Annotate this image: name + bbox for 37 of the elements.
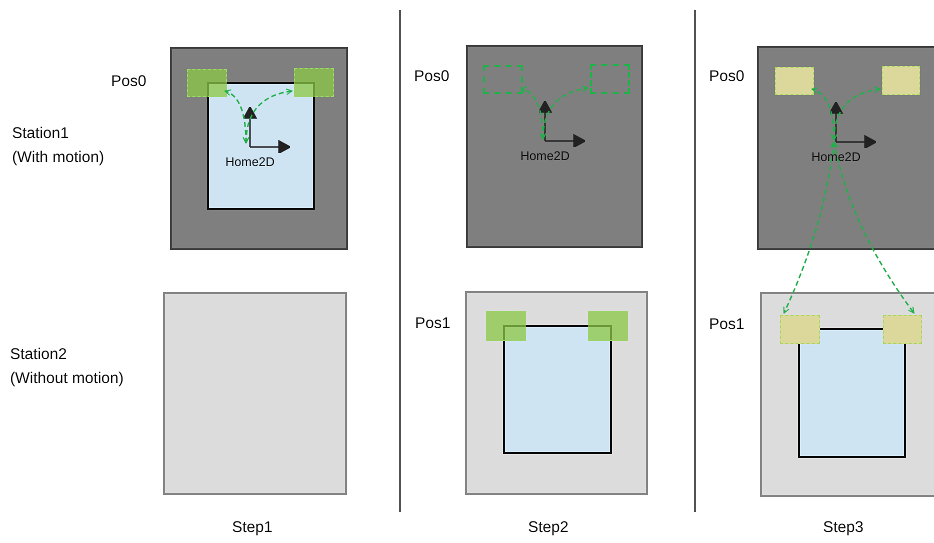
- position-label: Pos0: [414, 67, 450, 87]
- origin-label: Home2D: [225, 155, 275, 169]
- position-marker: [775, 67, 814, 95]
- dashed-arrow: [783, 141, 837, 314]
- position-marker: [780, 315, 820, 344]
- position-marker: [588, 311, 628, 341]
- step-label: Step3: [823, 518, 864, 538]
- station-panel: [163, 292, 347, 495]
- position-label: Pos0: [709, 67, 744, 87]
- position-marker: [590, 64, 630, 94]
- workpiece-rect: [207, 82, 315, 210]
- station-panel: [757, 46, 934, 250]
- position-label: Pos1: [415, 314, 450, 334]
- position-marker: [187, 69, 227, 97]
- station-panel: [465, 291, 648, 495]
- workpiece-rect: [798, 328, 906, 458]
- origin-label: Home2D: [520, 149, 570, 163]
- station-panel: [170, 47, 348, 250]
- dashed-arrow: [540, 86, 589, 140]
- position-marker: [483, 65, 523, 94]
- station-panel: [760, 292, 934, 497]
- dashed-arrow: [832, 141, 915, 314]
- position-label: Pos0: [111, 72, 146, 92]
- step-label: Step2: [528, 518, 569, 538]
- dashed-arrow: [242, 88, 293, 144]
- position-label: Pos1: [709, 315, 744, 335]
- position-marker: [882, 66, 920, 95]
- workpiece-rect: [503, 325, 612, 454]
- origin-label: Home2D: [811, 150, 861, 164]
- dashed-arrow: [830, 86, 881, 141]
- position-marker: [486, 311, 526, 341]
- station-panel: [466, 45, 643, 248]
- station-label: Station1 (With motion): [12, 124, 106, 168]
- station-label: Station2 (Without motion): [10, 345, 125, 389]
- position-marker: [883, 315, 922, 344]
- position-marker: [294, 68, 334, 97]
- step-label: Step1: [232, 518, 273, 538]
